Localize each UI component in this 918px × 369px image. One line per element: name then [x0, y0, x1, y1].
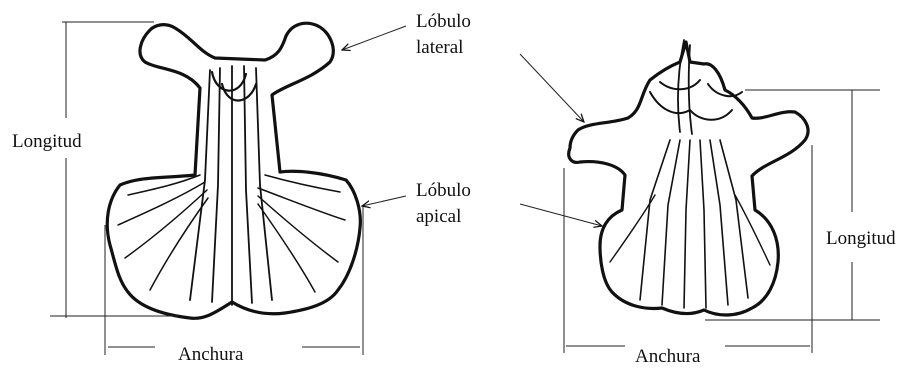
arrow-apical-lobe-right	[520, 204, 602, 226]
label-width-left: Anchura	[178, 344, 244, 365]
label-length-left: Longitud	[12, 131, 82, 152]
right-labellum-veins	[610, 40, 770, 308]
label-length-right: Longitud	[826, 228, 896, 249]
label-apical-lobe-line2: apical	[416, 206, 461, 227]
arrow-lateral-lobe-right	[520, 54, 584, 122]
label-width-right: Anchura	[635, 346, 701, 367]
arrow-apical-lobe-left	[362, 196, 406, 206]
left-labellum-outline	[107, 23, 360, 318]
arrow-lateral-lobe-left	[342, 26, 406, 50]
label-lateral-lobe-line1: Lóbulo	[416, 11, 471, 32]
left-labellum-veins	[118, 66, 345, 305]
label-apical-lobe-line1: Lóbulo	[416, 180, 471, 201]
label-lateral-lobe-line2: lateral	[416, 37, 463, 58]
